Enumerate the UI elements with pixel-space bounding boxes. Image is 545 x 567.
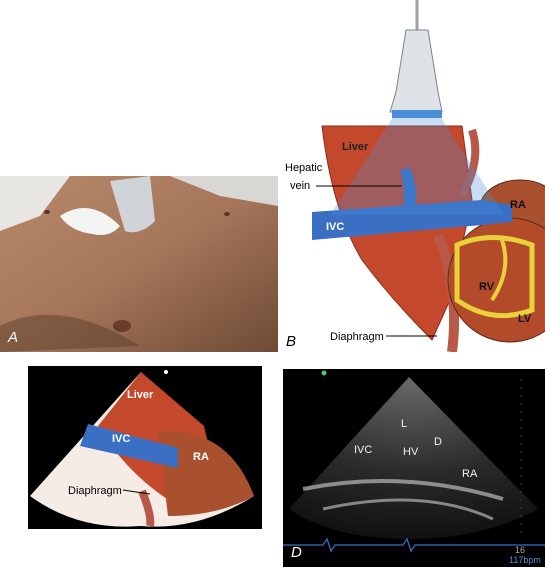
label-liver: Liver bbox=[342, 141, 369, 153]
hepatic-vein bbox=[400, 168, 417, 212]
white-towel bbox=[0, 176, 70, 231]
d-label-d: D bbox=[434, 436, 442, 448]
probe-body bbox=[389, 29, 443, 113]
gloved-hand bbox=[60, 208, 120, 235]
ivc bbox=[312, 200, 512, 240]
anatomy-illustration: Liver Hepatic vein IVC RA RV LV Diaphrag… bbox=[285, 0, 545, 352]
panel-label-b: B bbox=[286, 333, 297, 350]
label-ra: RA bbox=[510, 199, 526, 211]
orientation-marker-icon bbox=[321, 370, 327, 376]
label-diaphragm: Diaphragm bbox=[330, 331, 384, 343]
panel-c-schematic: Liver IVC RA Diaphragm C bbox=[28, 366, 262, 529]
schematic-diaphragm bbox=[138, 489, 155, 527]
abdomen-scan-photo bbox=[0, 176, 278, 352]
label-ivc: IVC bbox=[326, 221, 344, 233]
sector-schematic: Liver IVC RA Diaphragm bbox=[28, 366, 262, 529]
panel-d-ultrasound: L IVC HV D RA 16 117bpm D bbox=[283, 369, 545, 567]
epicardial-fat bbox=[454, 235, 535, 319]
ecg-trace bbox=[283, 537, 545, 553]
panel-a-photo: A bbox=[0, 176, 278, 352]
d-label-l: L bbox=[401, 418, 407, 430]
nipple bbox=[113, 320, 131, 332]
label-hepatic-vein-2: vein bbox=[290, 180, 310, 192]
label-lv: LV bbox=[518, 313, 532, 325]
panel-label-c: C bbox=[36, 506, 47, 523]
c-label-liver: Liver bbox=[127, 389, 154, 401]
c-label-ivc: IVC bbox=[112, 433, 130, 445]
c-label-ra: RA bbox=[193, 451, 209, 463]
depth-readout: 16 bbox=[515, 545, 525, 555]
d-label-ra: RA bbox=[462, 468, 478, 480]
label-hepatic-vein-1: Hepatic bbox=[285, 162, 323, 174]
panel-b-illustration: Liver Hepatic vein IVC RA RV LV Diaphrag… bbox=[282, 0, 545, 352]
ultrasound-sector bbox=[289, 377, 538, 539]
schematic-ivc bbox=[80, 424, 178, 468]
ultrasound-probe bbox=[110, 176, 155, 233]
ultrasound-beam bbox=[330, 116, 504, 215]
schematic-ra bbox=[158, 431, 254, 516]
panel-label-d: D bbox=[291, 544, 302, 561]
panel-label-a: A bbox=[8, 329, 19, 346]
d-label-hv: HV bbox=[403, 446, 419, 458]
heart-rate-readout: 117bpm bbox=[509, 555, 541, 565]
label-rv: RV bbox=[479, 281, 495, 293]
ultrasound-image: L IVC HV D RA 16 117bpm bbox=[283, 369, 545, 567]
c-label-diaphragm: Diaphragm bbox=[68, 485, 122, 497]
d-label-ivc: IVC bbox=[354, 444, 372, 456]
liver bbox=[321, 125, 473, 341]
